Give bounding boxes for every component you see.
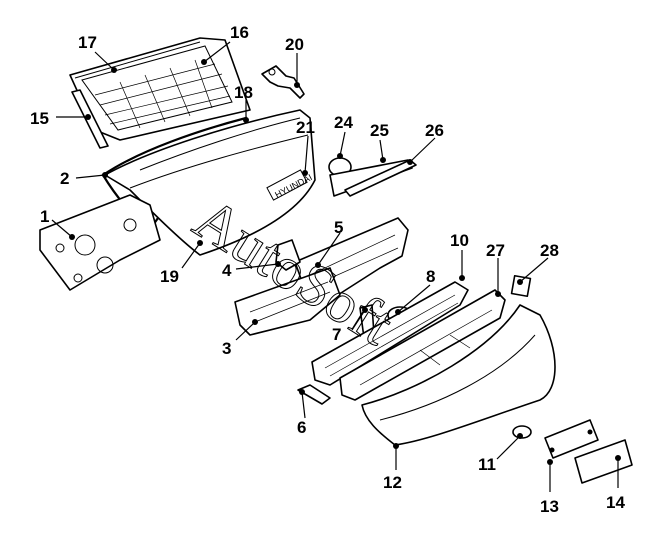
callout-1: 1 [40, 207, 49, 226]
callout-4: 4 [222, 261, 232, 280]
high-mount-lamp [344, 159, 417, 197]
callout-11: 11 [478, 455, 496, 474]
callout-12: 12 [383, 473, 402, 492]
callout-13: 13 [540, 497, 559, 516]
callout-25: 25 [370, 121, 389, 140]
bumper-absorber-rail [311, 281, 469, 386]
callout-27: 27 [486, 241, 505, 260]
callout-5: 5 [334, 218, 343, 237]
trunk-latch [275, 239, 301, 271]
callout-14: 14 [606, 493, 625, 512]
callout-2: 2 [60, 169, 69, 188]
callout-8: 8 [426, 267, 435, 286]
trunk-lid: HYUNDAI [104, 109, 316, 256]
reflector-28 [510, 274, 532, 298]
callout-3: 3 [222, 339, 231, 358]
callout-18: 18 [234, 83, 253, 102]
bumper-beam-left [234, 267, 341, 336]
side-bracket-6 [297, 384, 331, 405]
callout-10: 10 [450, 231, 469, 250]
bumper-energy-absorber [339, 289, 506, 401]
callout-16: 16 [230, 23, 249, 42]
callout-labels: 1 2 3 4 5 6 7 8 10 11 12 13 14 15 16 17 … [30, 23, 625, 516]
callout-6: 6 [297, 418, 306, 437]
callout-19: 19 [160, 267, 179, 286]
trunk-hinge [261, 65, 305, 99]
callout-26: 26 [425, 121, 444, 140]
callout-28: 28 [540, 241, 559, 260]
license-plate [574, 439, 633, 484]
callout-21: 21 [296, 118, 315, 137]
callout-7: 7 [332, 325, 341, 344]
callout-24: 24 [334, 113, 353, 132]
callout-15: 15 [30, 109, 49, 128]
license-plate-bracket [544, 419, 599, 459]
leader-lines [51, 41, 621, 492]
callout-17: 17 [78, 33, 97, 52]
callout-20: 20 [285, 35, 304, 54]
trunk-inner-panel [39, 194, 161, 291]
